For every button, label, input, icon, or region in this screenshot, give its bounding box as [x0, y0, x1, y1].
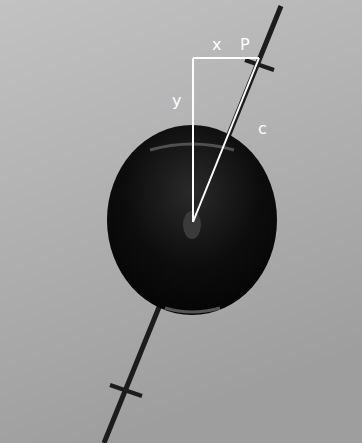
y-line — [192, 58, 194, 222]
axis-label: P — [240, 36, 250, 54]
rod-crossbar — [245, 60, 274, 70]
c-line — [193, 58, 259, 222]
rod — [104, 6, 281, 443]
x-line — [193, 57, 259, 59]
axis-label: x — [212, 36, 221, 54]
axis-label: y — [172, 92, 181, 110]
rod-crossbar — [110, 385, 142, 396]
disk-highlight — [165, 308, 220, 312]
axis-label: c — [258, 120, 267, 138]
